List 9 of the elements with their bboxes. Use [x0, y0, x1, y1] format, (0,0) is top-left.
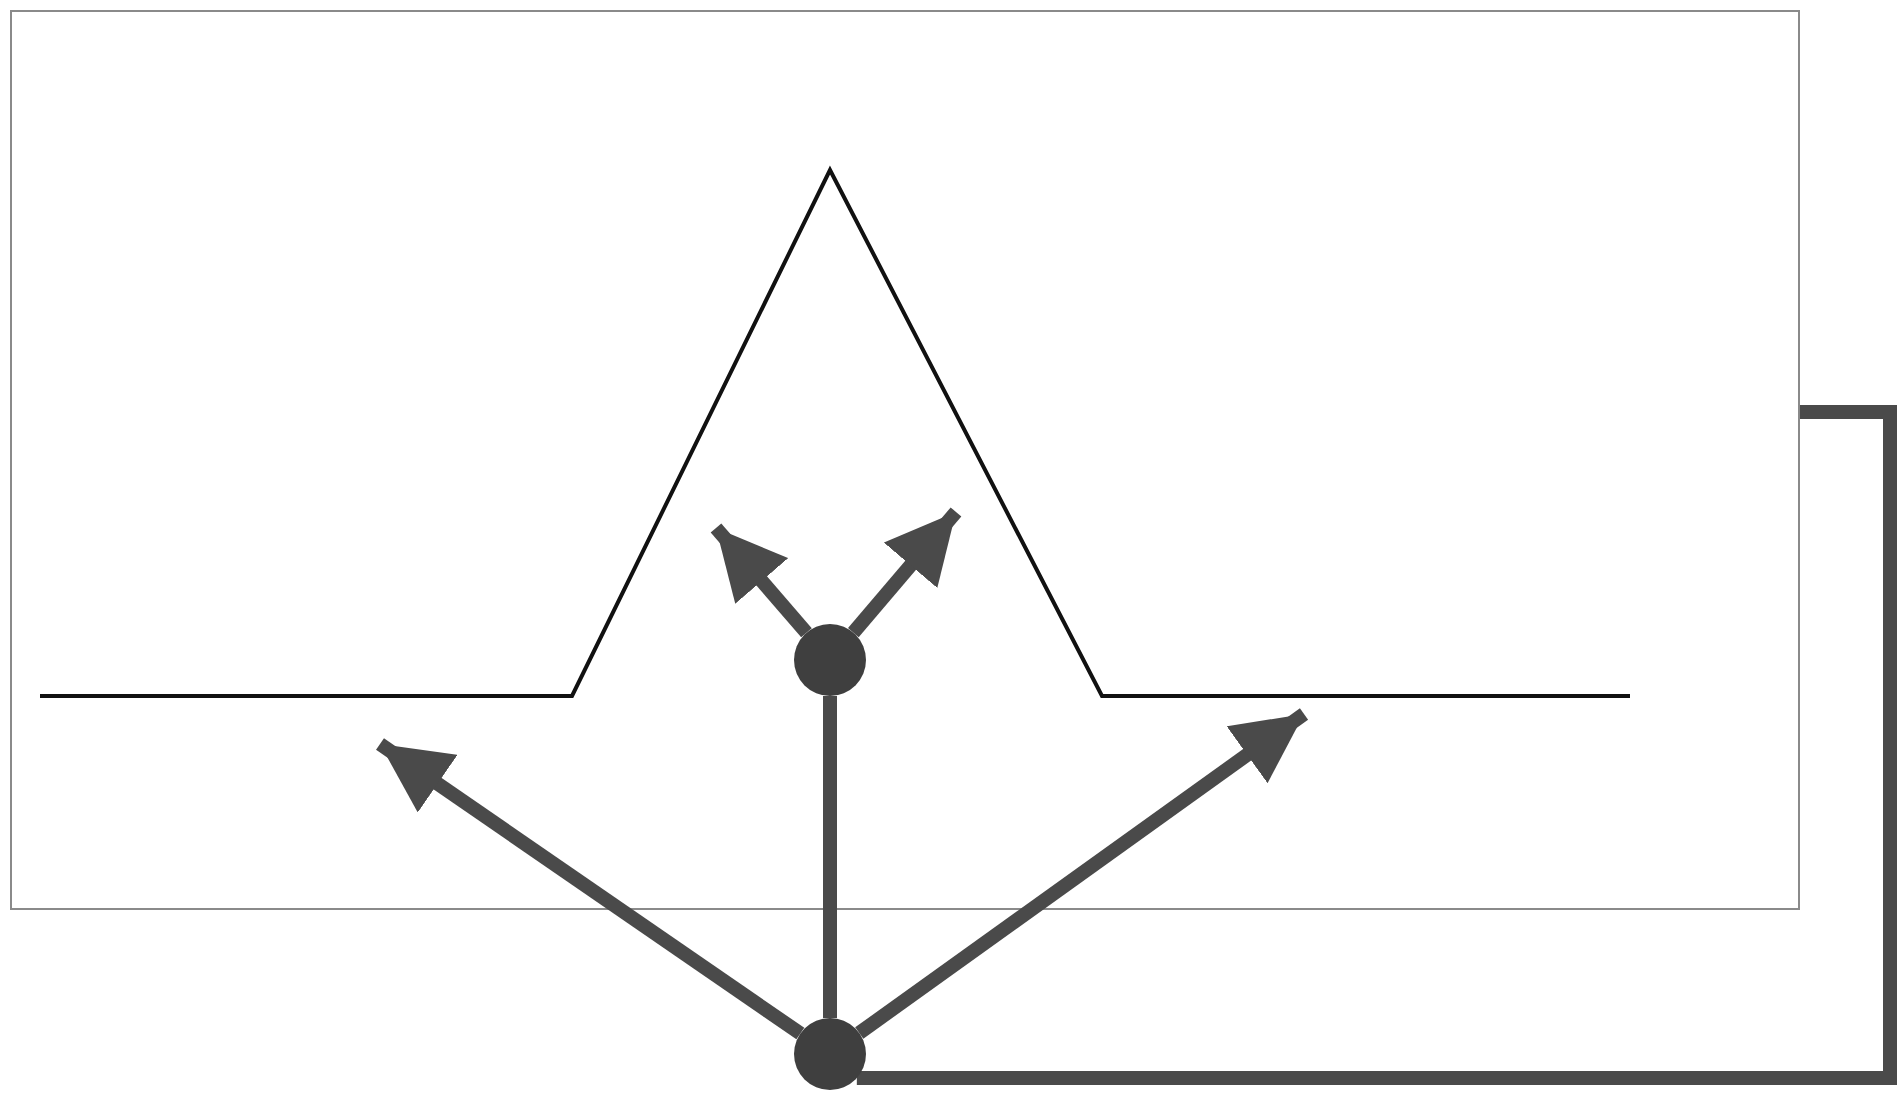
arrow — [376, 738, 805, 1040]
connector-line — [823, 696, 837, 1018]
arrow — [855, 708, 1309, 1039]
joint-dot — [794, 1018, 866, 1090]
connector-line — [856, 405, 1897, 1085]
frame-box — [10, 10, 1800, 910]
arrow — [710, 523, 812, 638]
arrow — [848, 507, 962, 638]
joint-dot — [793, 623, 865, 695]
